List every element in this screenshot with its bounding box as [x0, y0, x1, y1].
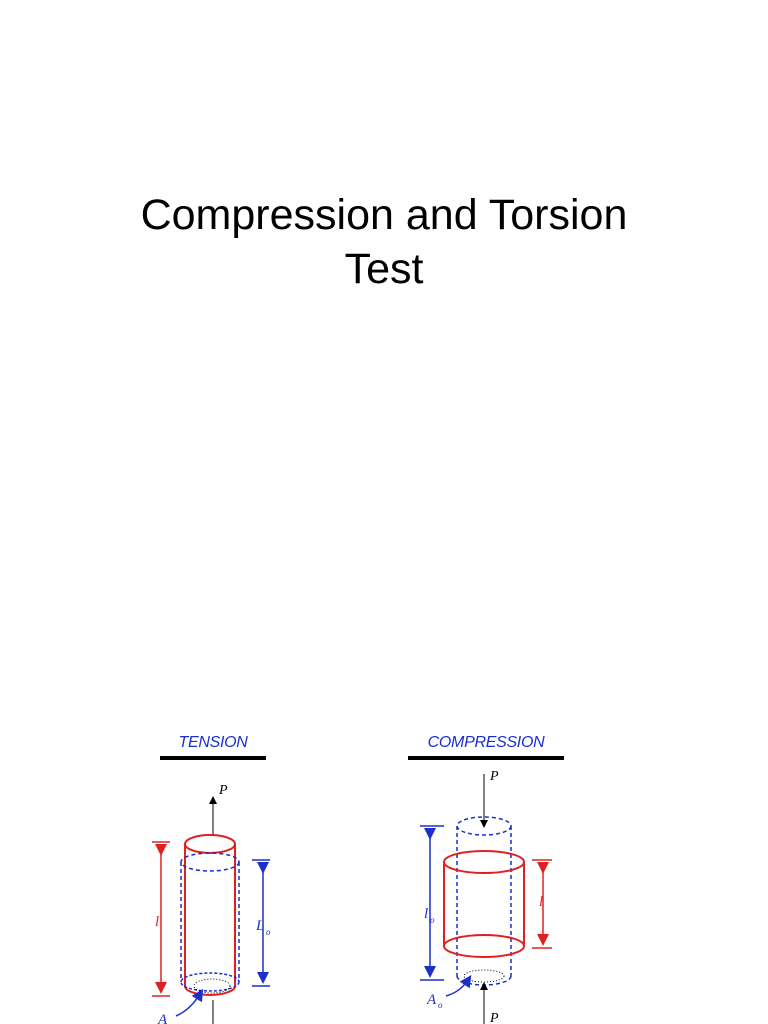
compression-force-top-label: P: [489, 769, 499, 784]
slide-title-line-1: Compression and Torsion: [140, 191, 628, 239]
tension-underline: [160, 756, 266, 760]
tension-label: TENSION: [178, 734, 248, 751]
compression-figure: P l o l A o P: [420, 769, 552, 1024]
compression-original-length-label: l: [424, 906, 428, 922]
tension-area-label: A: [157, 1012, 168, 1024]
tension-figure: P l L o A: [152, 783, 271, 1024]
compression-area-label: A: [426, 992, 437, 1008]
tension-original-length-label: L: [255, 918, 264, 934]
compression-underline: [408, 756, 564, 760]
tension-length-label: l: [155, 914, 159, 930]
slide-title-line-2: Test: [344, 245, 424, 293]
compression-length-label: l: [539, 894, 543, 910]
slide-title: Compression and Torsion Test: [0, 188, 768, 296]
tension-compression-diagram: P l L o A P: [152, 769, 552, 1024]
compression-force-bottom-label: P: [489, 1011, 499, 1024]
compression-label: COMPRESSION: [427, 734, 545, 751]
tension-force-label: P: [218, 783, 228, 798]
tension-original-length-sub: o: [266, 927, 271, 937]
compression-original-length-sub: o: [430, 915, 435, 925]
compression-area-sub: o: [438, 1000, 443, 1010]
